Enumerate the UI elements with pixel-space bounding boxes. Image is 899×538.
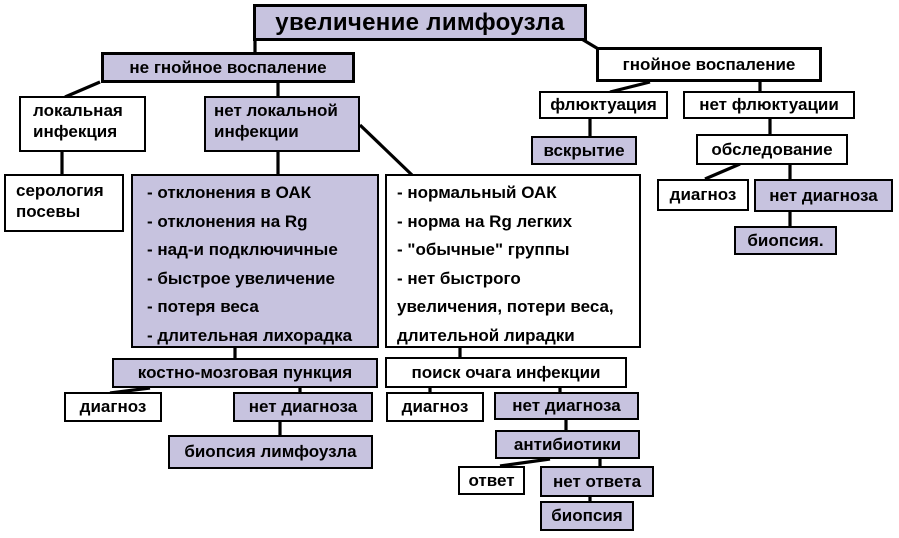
connector xyxy=(64,80,101,99)
normal-sign: - нормальный ОАК xyxy=(397,183,557,202)
bm-diagnosis-label: диагноз xyxy=(79,397,147,417)
antibiotics-box: антибиотики xyxy=(495,430,640,459)
infection-search-box: поиск очага инфекции xyxy=(385,357,627,388)
lymph-biopsy-box: биопсия лимфоузла xyxy=(168,435,373,469)
connector xyxy=(609,80,651,94)
response-box: ответ xyxy=(458,466,525,495)
examination-label: обследование xyxy=(711,139,833,159)
connector xyxy=(358,123,414,177)
is-no-diagnosis-box: нет диагноза xyxy=(494,392,639,420)
serology-box: серология посевы xyxy=(4,174,124,232)
normal-signs-box: - нормальный ОАК - норма на Rg легких - … xyxy=(385,174,641,348)
opening-box: вскрытие xyxy=(531,136,637,165)
bone-marrow-label: костно-мозговая пункция xyxy=(137,363,353,383)
no-response-box: нет ответа xyxy=(540,466,654,497)
local-infection-line2: инфекция xyxy=(33,122,118,142)
is-diagnosis-box: диагноз xyxy=(386,392,484,422)
abnormal-signs-box: - отклонения в ОАК - отклонения на Rg - … xyxy=(131,174,379,348)
no-local-infection-line2: инфекции xyxy=(214,122,299,142)
abnormal-sign: - потеря веса xyxy=(147,297,259,317)
right-diagnosis-box: диагноз xyxy=(657,179,749,211)
right-no-diagnosis-box: нет диагноза xyxy=(754,179,893,212)
purulent-label: гнойное воспаление xyxy=(622,54,796,74)
antibiotics-label: антибиотики xyxy=(513,434,622,454)
right-biopsy-box: биопсия. xyxy=(734,226,837,255)
local-infection-line1: локальная xyxy=(33,101,123,120)
examination-box: обследование xyxy=(696,134,848,165)
normal-sign: длительной лирадки xyxy=(397,325,575,345)
bone-marrow-box: костно-мозговая пункция xyxy=(112,358,378,388)
abnormal-sign: - отклонения на Rg xyxy=(147,211,308,231)
purulent-box: гнойное воспаление xyxy=(596,47,822,82)
infection-search-label: поиск очага инфекции xyxy=(411,362,601,382)
no-fluctuation-box: нет флюктуации xyxy=(683,91,855,119)
no-response-label: нет ответа xyxy=(552,471,642,491)
opening-label: вскрытие xyxy=(543,140,625,160)
normal-sign: - нет быстрого xyxy=(397,268,521,288)
connector xyxy=(499,457,551,468)
local-infection-box: локальная инфекция xyxy=(19,96,146,152)
biopsy-box: биопсия xyxy=(540,501,634,531)
serology-line1: серология xyxy=(16,181,104,200)
no-local-infection-box: нет локальной инфекции xyxy=(204,96,360,152)
serology-line2: посевы xyxy=(16,202,81,222)
bm-no-diagnosis-label: нет диагноза xyxy=(248,397,358,417)
no-local-infection-line1: нет локальной xyxy=(214,101,338,120)
diagram-title: увеличение лимфоузла xyxy=(275,8,565,36)
abnormal-sign: - отклонения в ОАК xyxy=(147,183,312,202)
right-diagnosis-label: диагноз xyxy=(669,185,737,205)
normal-sign: увеличения, потери веса, xyxy=(397,297,614,317)
fluctuation-box: флюктуация xyxy=(539,91,668,119)
normal-sign: - "обычные" группы xyxy=(397,240,570,260)
bm-no-diagnosis-box: нет диагноза xyxy=(233,392,373,422)
abnormal-sign: - над-и подключичные xyxy=(147,240,338,260)
is-no-diagnosis-label: нет диагноза xyxy=(512,396,621,416)
right-biopsy-label: биопсия. xyxy=(747,230,824,250)
is-diagnosis-label: диагноз xyxy=(401,397,469,417)
non-purulent-label: не гнойное воспаление xyxy=(129,57,327,77)
biopsy-label: биопсия xyxy=(551,506,623,526)
connector xyxy=(704,162,741,181)
no-fluctuation-label: нет флюктуации xyxy=(699,95,839,115)
response-label: ответ xyxy=(468,470,515,490)
fluctuation-label: флюктуация xyxy=(550,95,657,115)
abnormal-sign: - длительная лихорадка xyxy=(147,325,353,345)
abnormal-sign: - быстрое увеличение xyxy=(147,268,336,288)
lymph-biopsy-label: биопсия лимфоузла xyxy=(184,442,357,462)
non-purulent-box: не гнойное воспаление xyxy=(101,52,355,83)
title-box: увеличение лимфоузла xyxy=(253,4,587,41)
bm-diagnosis-box: диагноз xyxy=(64,392,162,422)
right-no-diagnosis-label: нет диагноза xyxy=(769,185,878,205)
normal-sign: - норма на Rg легких xyxy=(397,211,573,231)
